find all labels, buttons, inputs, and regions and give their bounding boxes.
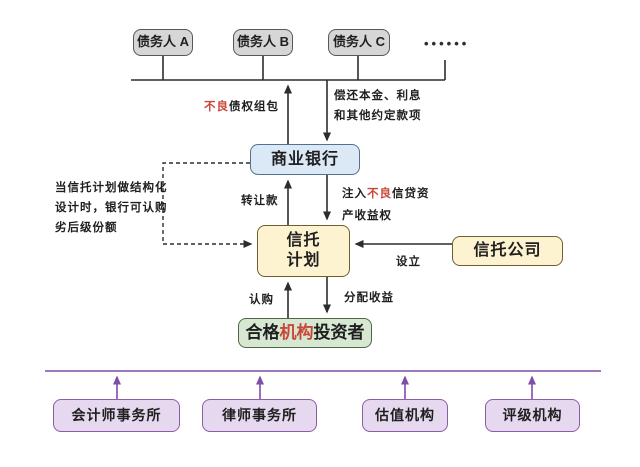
node-qualified-investors: 合格机构投资者 — [238, 318, 372, 348]
node-trust-plan-line2: 计划 — [286, 252, 321, 269]
node-investor-pre: 合格 — [245, 323, 280, 343]
label-subscribe: 认购 — [249, 294, 274, 306]
label-inject-line2: 产收益权 — [342, 210, 392, 222]
node-trust-plan: 信托 计划 — [257, 225, 350, 277]
node-debtor-b: 债务人 B — [233, 29, 293, 56]
label-npl-package-rest: 债权组包 — [229, 101, 279, 113]
node-trust-plan-line1: 信托 — [286, 232, 321, 249]
label-npl-package: 不良债权组包 — [204, 98, 279, 114]
label-npl-package-red: 不良 — [204, 101, 229, 113]
label-setup: 设立 — [396, 256, 421, 268]
label-inject-line1: 注入不良信贷资 — [342, 185, 430, 201]
note-line2: 设计时，银行可认购 — [55, 202, 168, 214]
label-repay-line2: 和其他约定款项 — [334, 110, 422, 122]
label-transfer-payment: 转让款 — [241, 195, 279, 207]
label-inject-red: 不良 — [367, 188, 392, 200]
node-commercial-bank: 商业银行 — [250, 144, 360, 175]
note-line3: 劣后级份额 — [55, 222, 118, 234]
node-debtor-c: 债务人 C — [328, 29, 390, 56]
node-law-firm: 律师事务所 — [202, 399, 317, 432]
node-trust-company: 信托公司 — [452, 236, 563, 266]
edge-bank-subordinated-dashed — [162, 162, 253, 248]
debtors-ellipsis: •••••• — [424, 36, 470, 51]
label-inject-rest: 信贷资 — [392, 188, 430, 200]
debtor-bus-lines — [131, 56, 446, 81]
label-inject-pre: 注入 — [342, 188, 367, 200]
node-rating-agency: 评级机构 — [485, 399, 580, 432]
node-investor-post: 投资者 — [313, 323, 365, 343]
node-accounting-firm: 会计师事务所 — [53, 399, 180, 432]
node-investor-red: 机构 — [279, 323, 314, 343]
intermediary-lines — [45, 370, 601, 399]
node-valuation-agency: 估值机构 — [362, 399, 448, 432]
label-repay-line1: 偿还本金、利息 — [334, 90, 422, 102]
node-debtor-a: 债务人 A — [133, 29, 193, 56]
label-distribute: 分配收益 — [344, 292, 394, 304]
note-line1: 当信托计划做结构化 — [55, 182, 168, 194]
